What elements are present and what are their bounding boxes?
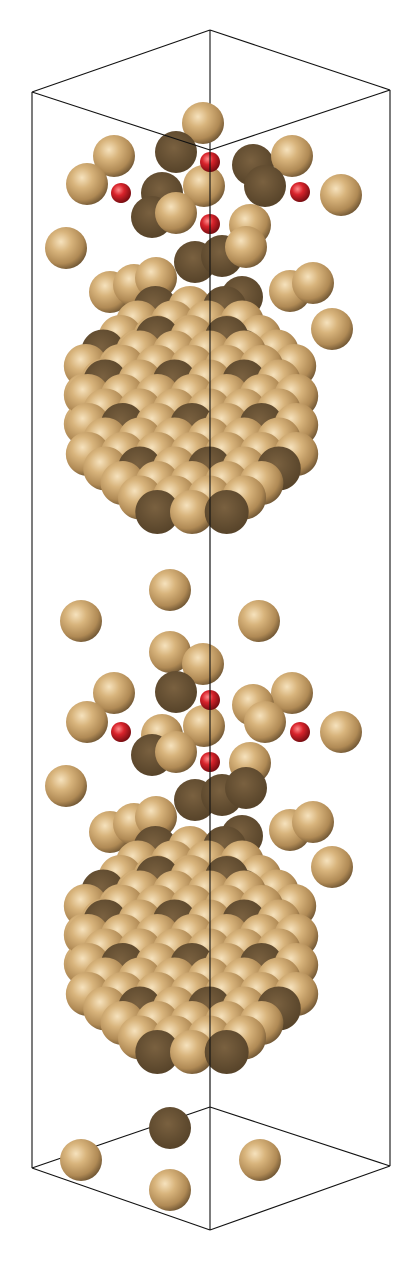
metal-atom [239, 1139, 281, 1181]
metal-atom-shadowed [204, 1030, 249, 1074]
metal-atom [320, 174, 362, 216]
cell-edge [209, 29, 391, 91]
metal-atom-shadowed [225, 767, 267, 809]
metal-atom [183, 165, 225, 207]
metal-atom [135, 796, 177, 838]
cell-edge [31, 91, 211, 151]
oxygen-atom [290, 182, 310, 202]
metal-atom [93, 672, 135, 714]
metal-atom [93, 135, 135, 177]
metal-atom-shadowed [204, 490, 249, 534]
cell-edge [209, 89, 391, 151]
metal-atom [271, 672, 313, 714]
metal-atom [182, 102, 224, 144]
metal-atom [45, 227, 87, 269]
metal-atom [170, 1030, 214, 1074]
metal-atom [60, 600, 102, 642]
cell-edge [31, 1167, 211, 1231]
metal-atom-shadowed [155, 671, 197, 713]
metal-atom-shadowed [135, 1030, 180, 1074]
metal-atom [66, 163, 108, 205]
metal-atom-shadowed [135, 490, 180, 534]
metal-atom [155, 192, 197, 234]
metal-atom-shadowed [149, 1107, 191, 1149]
metal-atom [225, 226, 267, 268]
cell-edge [209, 1106, 391, 1167]
metal-atom-shadowed [244, 165, 286, 207]
metal-atom [155, 731, 197, 773]
cell-edge [209, 1165, 391, 1231]
metal-atom [149, 631, 191, 673]
metal-atom [238, 600, 280, 642]
oxygen-atom [111, 183, 131, 203]
metal-atom [311, 308, 353, 350]
oxygen-atom [290, 722, 310, 742]
metal-atom [170, 490, 214, 534]
metal-atom [271, 135, 313, 177]
metal-atom [320, 711, 362, 753]
metal-atom [149, 1169, 191, 1211]
metal-atom [182, 643, 224, 685]
metal-atom [45, 765, 87, 807]
metal-atom [60, 1139, 102, 1181]
unit-cell-front-edges [31, 89, 391, 1231]
oxygen-atom [111, 722, 131, 742]
metal-atom [149, 569, 191, 611]
metal-atom [311, 846, 353, 888]
metal-atom [292, 801, 334, 843]
cell-edge [31, 29, 211, 93]
metal-atom [66, 701, 108, 743]
atoms-layer [45, 102, 362, 1211]
metal-atom [244, 701, 286, 743]
metal-atom [292, 262, 334, 304]
metal-atom-shadowed [155, 131, 197, 173]
metal-atom [183, 705, 225, 747]
